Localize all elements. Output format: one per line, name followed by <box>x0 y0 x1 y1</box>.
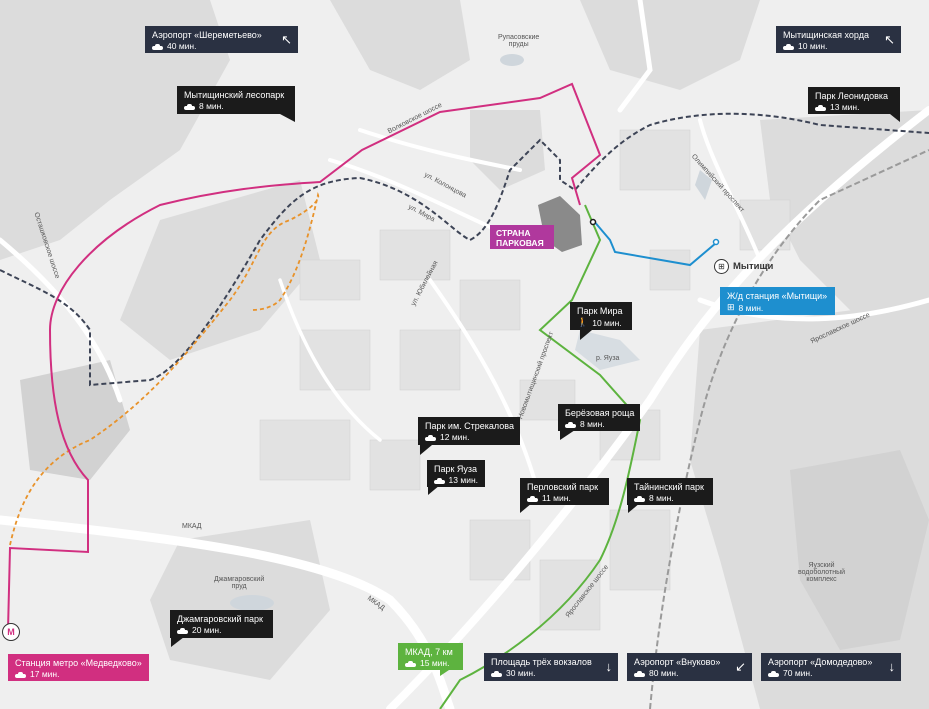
car-icon <box>768 670 779 677</box>
arrow-down-left-icon: ↙ <box>735 658 746 674</box>
card-time: 10 мин. <box>592 317 622 328</box>
car-icon <box>815 104 826 111</box>
car-icon <box>783 43 794 50</box>
card-title: Мытищинская хорда <box>783 30 869 40</box>
card-title: Джамгаровский парк <box>177 614 263 624</box>
station-name: Мытищи <box>733 261 774 272</box>
card-title: Парк Яуза <box>434 464 478 474</box>
card-time: 40 мин. <box>167 41 197 52</box>
card-leonidovka[interactable]: Парк Леонидовка 13 мин. <box>808 87 900 114</box>
card-horda[interactable]: Мытищинская хорда 10 мин. ↖ <box>776 26 901 53</box>
car-icon <box>425 434 436 441</box>
card-title: Аэропорт «Внуково» <box>634 657 721 667</box>
card-title: Аэропорт «Шереметьево» <box>152 30 262 40</box>
card-title: Аэропорт «Домодедово» <box>768 657 873 667</box>
card-time: 80 мин. <box>649 668 679 679</box>
card-title: Станция метро «Медведково» <box>15 658 142 668</box>
car-icon <box>527 495 538 502</box>
card-medvedkovo[interactable]: Станция метро «Медведково» 17 мин. <box>8 654 149 681</box>
card-title: Перловский парк <box>527 482 599 492</box>
card-time: 20 мин. <box>192 625 222 636</box>
card-vokzaly[interactable]: Площадь трёх вокзалов 30 мин. ↓ <box>484 653 618 681</box>
rupasovskie-label: Рупасовские пруды <box>498 34 540 48</box>
yauzsky-complex-label: Яузский водоболотный комплекс <box>798 562 846 583</box>
brand-line-2: ПАРКОВАЯ <box>496 238 544 249</box>
card-mkad[interactable]: МКАД, 7 км 15 мин. <box>398 643 463 670</box>
car-icon <box>177 627 188 634</box>
card-title: Мытищинский лесопарк <box>184 90 285 100</box>
card-time: 70 мин. <box>783 668 813 679</box>
arrow-up-left-icon: ↖ <box>281 31 292 47</box>
card-vnukovo[interactable]: Аэропорт «Внуково» 80 мин. ↙ <box>627 653 752 681</box>
card-time: 15 мин. <box>420 658 450 669</box>
card-time: 8 мин. <box>738 302 764 313</box>
card-title: Площадь трёх вокзалов <box>491 657 592 667</box>
card-time: 8 мин. <box>199 101 224 112</box>
arrow-up-left-icon: ↖ <box>884 31 895 47</box>
card-title: Парк Леонидовка <box>815 91 889 101</box>
car-icon <box>634 670 645 677</box>
car-icon <box>152 43 163 50</box>
card-zhd[interactable]: Ж/д станция «Мытищи» ⊞8 мин. <box>720 287 835 315</box>
card-perlovsky[interactable]: Перловский парк 11 мин. <box>520 478 609 505</box>
card-time: 13 мин. <box>448 475 478 486</box>
yauza-river-label: р. Яуза <box>596 355 620 362</box>
card-dzhamgarovsky[interactable]: Джамгаровский парк 20 мин. <box>170 610 273 638</box>
arrow-down-icon: ↓ <box>888 658 896 674</box>
car-icon <box>434 477 445 484</box>
card-title: Берёзовая роща <box>565 408 635 418</box>
card-time: 11 мин. <box>542 493 571 504</box>
mytishchi-station[interactable]: ⊞ Мытищи <box>714 259 773 274</box>
card-mira-park[interactable]: Парк Мира 🚶10 мин. <box>570 302 632 330</box>
card-time: 8 мин. <box>649 493 674 504</box>
card-domodedovo[interactable]: Аэропорт «Домодедово» 70 мин. ↓ <box>761 653 901 681</box>
card-yauza-park[interactable]: Парк Яуза 13 мин. <box>427 460 485 487</box>
card-title: Тайнинский парк <box>634 482 704 492</box>
train-icon: ⊞ <box>714 259 729 274</box>
car-icon <box>491 670 502 677</box>
card-time: 8 мин. <box>580 419 605 430</box>
card-title: Парк Мира <box>577 306 623 316</box>
card-title: Ж/д станция «Мытищи» <box>727 291 828 301</box>
card-sheremetyevo[interactable]: Аэропорт «Шереметьево» 40 мин. ↖ <box>145 26 298 53</box>
car-icon <box>184 103 195 110</box>
card-time: 12 мин. <box>440 432 470 443</box>
card-time: 30 мин. <box>506 668 536 679</box>
card-title: Парк им. Стрекалова <box>425 421 514 431</box>
brand-line-1: СТРАНА <box>496 228 531 238</box>
card-tayninsky[interactable]: Тайнинский парк 8 мин. <box>627 478 713 505</box>
metro-icon: М <box>2 623 20 641</box>
card-berezovaya[interactable]: Берёзовая роща 8 мин. <box>558 404 640 431</box>
car-icon <box>15 671 26 678</box>
card-lesopark[interactable]: Мытищинский лесопарк 8 мин. <box>177 86 295 114</box>
card-time: 13 мин. <box>830 102 860 113</box>
arrow-down-icon: ↓ <box>605 658 613 674</box>
card-time: 10 мин. <box>798 41 828 52</box>
walk-icon: 🚶 <box>577 317 589 328</box>
card-strekalova[interactable]: Парк им. Стрекалова 12 мин. <box>418 417 520 445</box>
train-icon: ⊞ <box>727 302 735 313</box>
card-time: 17 мин. <box>30 669 60 680</box>
mkad-label-1: МКАД <box>182 523 202 530</box>
car-icon <box>565 421 576 428</box>
dzhamgarovsky-pond-label: Джамгаровский пруд <box>214 576 265 590</box>
car-icon <box>634 495 645 502</box>
card-title: МКАД, 7 км <box>405 647 453 657</box>
car-icon <box>405 660 416 667</box>
brand-badge[interactable]: СТРАНА ПАРКОВАЯ <box>490 225 554 249</box>
